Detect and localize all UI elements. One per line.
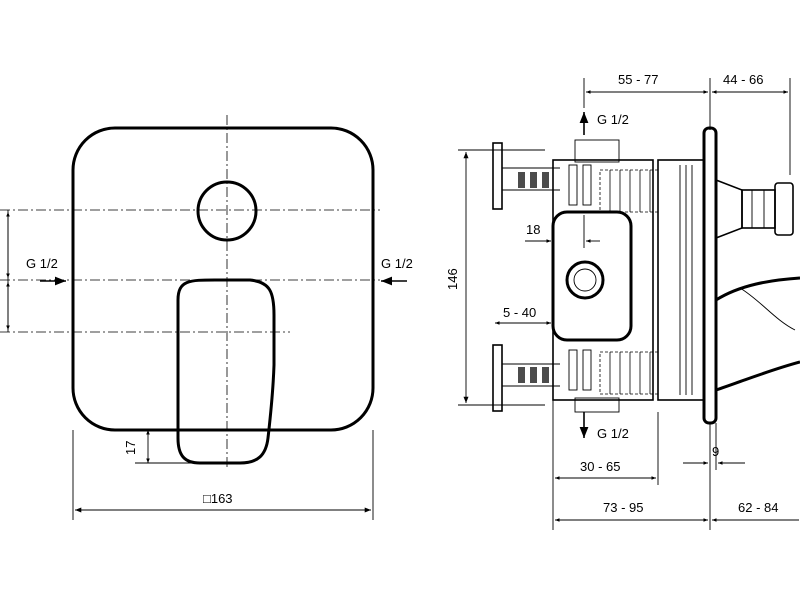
dim-18-label: 18	[526, 222, 540, 237]
sleeve-ribs	[679, 165, 693, 395]
dim-9-label: 9	[712, 444, 719, 459]
dim-44-66-label: 44 - 66	[723, 72, 763, 87]
outlet-connector	[715, 179, 743, 239]
dim-5-40-label: 5 - 40	[503, 305, 536, 320]
bracket-top-plate	[492, 142, 503, 210]
diverter-button	[196, 180, 258, 242]
valve-port	[565, 260, 605, 300]
thread-hatch	[599, 169, 659, 395]
dim-146-label: 146	[445, 268, 460, 290]
front-view: G 1/2 G 1/2 17 □163	[0, 115, 413, 520]
dim-30-65-label: 30 - 65	[580, 459, 620, 474]
dim-73-95-label: 73 - 95	[603, 500, 643, 515]
dim-55-77-label: 55 - 77	[618, 72, 658, 87]
thread-marks	[518, 172, 549, 383]
outlet-bottom-label: G 1/2	[597, 426, 629, 441]
lever-handle	[176, 278, 276, 465]
dim-width-label: □163	[203, 491, 233, 506]
inlet-left-label: G 1/2	[26, 256, 58, 271]
valve-core	[551, 210, 633, 342]
outlet-top-label: G 1/2	[597, 112, 629, 127]
wall-flange	[702, 126, 718, 425]
bracket-bottom-plate	[492, 344, 503, 412]
dim-17-label: 17	[123, 441, 138, 455]
side-view: 55 - 77 44 - 66 G 1/2 146	[445, 72, 800, 530]
lever-side	[715, 276, 800, 392]
dim-62-84-label: 62 - 84	[738, 500, 778, 515]
body-slots	[568, 164, 592, 391]
inlet-right-label: G 1/2	[381, 256, 413, 271]
valve-sleeve	[657, 159, 705, 401]
cover-plate	[71, 126, 375, 432]
